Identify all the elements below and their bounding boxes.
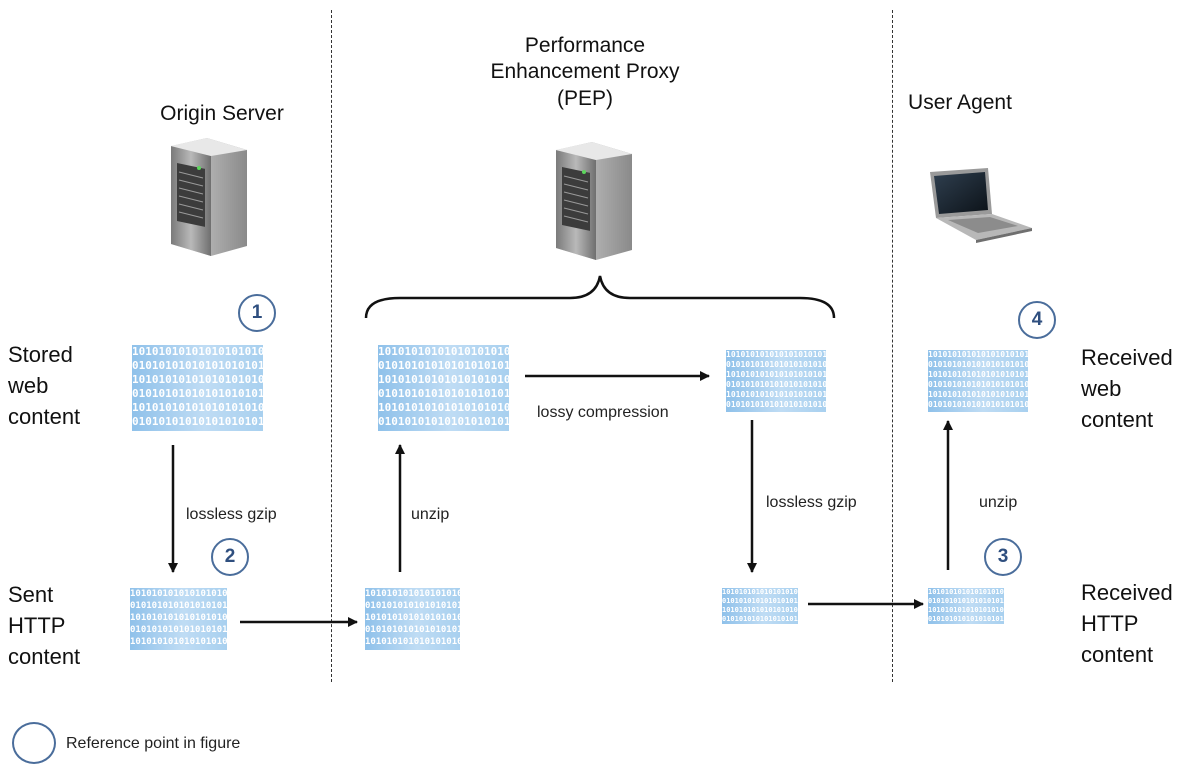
binary-stripe: 1010101010101010101010 [365,613,460,623]
binary-stripe: 010101010101010101010 [130,601,227,611]
binary-stripe: 1010101010101010101010 [130,637,227,647]
stored-content-block: 1010101010101010101010010101010101010101… [132,345,263,431]
separator-origin-pep [331,10,332,682]
binary-stripe: 1010101010101010101010 [928,390,1028,399]
pep-server-icon [556,142,632,260]
binary-stripe: 010101010101010101010 [928,380,1028,389]
pep-brace [364,275,836,319]
binary-stripe: 010101010101010101010 [726,360,826,369]
binary-stripe: 010101010101010101010 [378,415,509,428]
binary-stripe: 1010101010101010101010 [378,345,509,358]
binary-stripe: 010101010101010101010 [132,359,263,372]
binary-stripe: 1010101010101010101010 [722,588,798,596]
binary-stripe: 010101010101010101010 [378,387,509,400]
sent-http-block: 1010101010101010101010 010101010101010101… [130,588,227,650]
binary-stripe: 1010101010101010101010 [365,589,460,599]
binary-stripe: 010101010101010101010 [130,625,227,635]
binary-stripe: 1010101010101010101010 [132,373,263,386]
label-unzip-pep: unzip [411,506,450,523]
reference-point-2: 2 [211,538,249,576]
binary-stripe: 010101010101010101010 [928,597,1004,605]
binary-stripe: 010101010101010101010 [722,615,798,623]
binary-stripe: 010101010101010101010 [378,359,509,372]
received-http-block: 1010101010101010101010010101010101010101… [928,588,1004,624]
binary-stripe: 010101010101010101010 [132,415,263,428]
binary-stripe: 1010101010101010101010 [928,370,1028,379]
user-agent-title: User Agent [908,91,1012,114]
binary-stripe: 1010101010101010101010 [726,350,826,359]
label-lossless-gzip-pep: lossless gzip [766,494,857,511]
binary-stripe: 010101010101010101010 [726,400,826,409]
label-lossless-gzip-origin: lossless gzip [186,506,277,523]
reference-point-4: 4 [1018,301,1056,339]
binary-stripe: 1010101010101010101010 [928,606,1004,614]
received-web-content-label: Received web content [1081,345,1173,432]
binary-stripe: 1010101010101010101010 [365,637,460,647]
binary-stripe: 010101010101010101010 [726,380,826,389]
binary-stripe: 1010101010101010101010 [130,613,227,623]
laptop-icon [930,168,1032,243]
pep-received-block: 1010101010101010101010 010101010101010101… [365,588,460,650]
binary-stripe: 010101010101010101010 [928,615,1004,623]
binary-stripe: 1010101010101010101010 [722,606,798,614]
legend-circle-icon [12,722,56,764]
pep-title: Performance Enhancement Proxy (PEP) [490,34,680,110]
label-lossy-compression: lossy compression [537,404,669,421]
binary-stripe: 1010101010101010101010 [726,390,826,399]
separator-pep-user [892,10,893,682]
pep-gzip-block: 1010101010101010101010010101010101010101… [722,588,798,624]
label-unzip-user: unzip [979,494,1018,511]
legend-label: Reference point in figure [66,735,241,752]
binary-stripe: 1010101010101010101010 [378,401,509,414]
binary-stripe: 010101010101010101010 [928,360,1028,369]
binary-stripe: 010101010101010101010 [722,597,798,605]
binary-stripe: 1010101010101010101010 [378,373,509,386]
binary-stripe: 1010101010101010101010 [132,345,263,358]
reference-point-1: 1 [238,294,276,332]
binary-stripe: 1010101010101010101010 [130,589,227,599]
binary-stripe: 1010101010101010101010 [928,350,1028,359]
binary-stripe: 010101010101010101010 [365,601,460,611]
reference-point-3: 3 [984,538,1022,576]
binary-stripe: 010101010101010101010 [132,387,263,400]
binary-stripe: 010101010101010101010 [365,625,460,635]
binary-stripe: 1010101010101010101010 [928,588,1004,596]
binary-stripe: 010101010101010101010 [928,400,1028,409]
origin-server-title: Origin Server [160,102,284,125]
binary-stripe: 1010101010101010101010 [726,370,826,379]
stored-web-content-label: Stored web content [8,342,81,429]
binary-stripe: 1010101010101010101010 [132,401,263,414]
pep-decompressed-block: 1010101010101010101010010101010101010101… [378,345,509,431]
sent-http-content-label: Sent HTTP content [8,582,81,669]
origin-server-icon [171,138,247,256]
received-http-content-label: Received HTTP content [1081,580,1173,667]
